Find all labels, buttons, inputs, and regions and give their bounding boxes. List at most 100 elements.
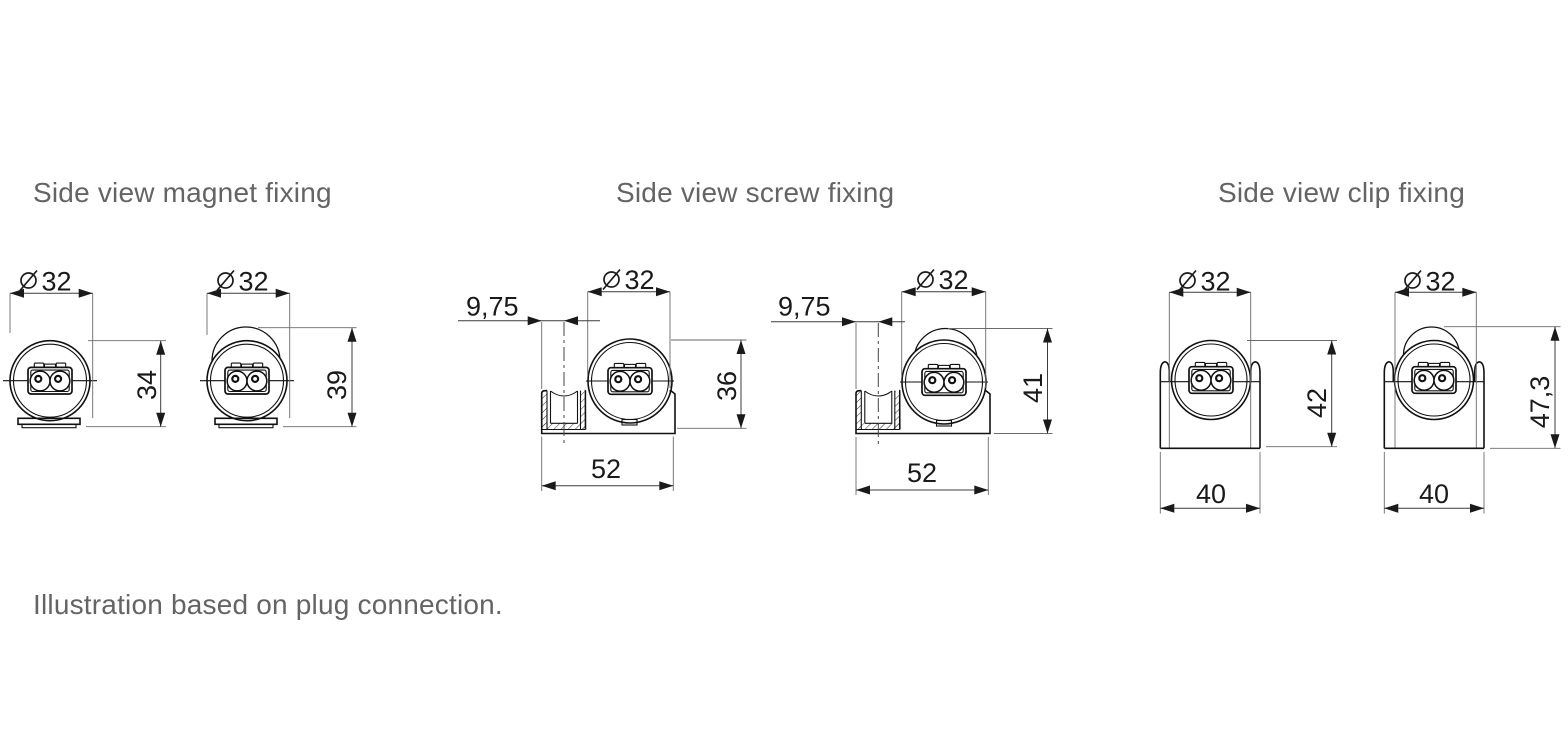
arrowhead (541, 481, 556, 491)
dimension-diameter: 32 (206, 267, 291, 418)
dimension-diameter: 32 (901, 265, 987, 388)
drawing-clip-fixing-a: 32 42 40 (1159, 267, 1337, 514)
arrowhead (347, 412, 357, 427)
boss-saddle (864, 390, 893, 397)
arrowhead (275, 288, 290, 298)
arrowhead (1395, 287, 1409, 297)
dimension-height: 39 (258, 327, 357, 428)
housing-bottom-tab (935, 419, 953, 427)
arrowhead (1470, 503, 1484, 513)
arrowhead (1327, 340, 1337, 355)
diameter-value: 32 (939, 265, 969, 295)
arrowhead (1384, 503, 1399, 513)
arrowhead (901, 287, 916, 297)
dimension-height: 34 (86, 340, 166, 428)
dimension-screw-offset: 9,75 (458, 292, 600, 389)
diameter-value: 32 (42, 267, 72, 297)
base-width-value: 52 (907, 458, 937, 488)
diameter-icon (602, 268, 621, 291)
diameter-value: 32 (239, 267, 269, 297)
diameter-icon (1178, 269, 1197, 292)
plug-connector (223, 362, 271, 396)
arrowhead (587, 287, 602, 297)
arrowhead (1550, 326, 1560, 341)
plug-connector (1187, 361, 1235, 395)
arrowhead (1160, 503, 1175, 513)
luminaire-housing-inner (1397, 343, 1471, 417)
clip-arm-right (1473, 360, 1485, 449)
arrowhead (736, 414, 746, 429)
plug-connector (606, 362, 654, 396)
drawing-screw-fixing-b: 32 9,75 41 (771, 265, 1053, 495)
arrowhead (974, 485, 989, 495)
arrowhead (156, 340, 166, 355)
section-title-clip-fixing: Side view clip fixing (1218, 177, 1465, 208)
plug-connector (1410, 361, 1458, 395)
height-value: 36 (712, 371, 742, 401)
luminaire-housing-inner (1174, 343, 1248, 417)
dimension-diameter: 32 (1168, 267, 1252, 448)
base-outline (540, 389, 676, 435)
housing-bottom-tab (621, 418, 638, 426)
clip-arm-right (1249, 360, 1261, 449)
boss-saddle (550, 390, 578, 397)
section-title-magnet-fixing: Side view magnet fixing (33, 177, 332, 208)
arrowhead (656, 287, 670, 297)
base-width-value: 40 (1419, 479, 1449, 509)
screw-mounting-base (855, 323, 991, 445)
plug-connector (26, 362, 74, 396)
offset-value: 9,75 (466, 292, 519, 322)
magnet-base-lip (21, 423, 77, 429)
drawing-magnet-fixing-b: 32 39 (200, 267, 357, 429)
height-value: 34 (132, 370, 162, 400)
arrowhead (1550, 434, 1560, 449)
arrowhead (856, 485, 870, 495)
section-title-screw-fixing: Side view screw fixing (616, 177, 895, 208)
base-width-value: 40 (1196, 479, 1226, 509)
clip-arm-left (1383, 360, 1395, 449)
arrowhead (1043, 419, 1052, 434)
dimension-diameter: 32 (587, 265, 671, 388)
arrowhead (659, 481, 674, 491)
arrowhead (736, 340, 746, 354)
dimension-base-width: 40 (1383, 452, 1485, 514)
magnet-base-lip (218, 423, 274, 429)
dimension-height: 41 (948, 328, 1053, 434)
arrowhead (842, 317, 856, 327)
arrowhead (564, 316, 578, 326)
arrowhead (78, 288, 93, 298)
footnote-text: Illustration based on plug connection. (33, 589, 503, 620)
diameter-value: 32 (625, 265, 655, 295)
arrowhead (207, 288, 221, 298)
height-value: 47,3 (1525, 376, 1555, 429)
dimension-height: 47,3 (1444, 326, 1561, 449)
screw-boss-wall-hatch-right (580, 391, 586, 430)
arrowhead (1246, 503, 1260, 513)
dimension-diameter: 32 (9, 267, 94, 418)
dimension-diameter: 32 (1394, 267, 1477, 448)
offset-value: 9,75 (778, 292, 831, 322)
dimension-height: 42 (1247, 340, 1337, 448)
arrowhead (10, 288, 24, 298)
arrowhead (1043, 328, 1052, 343)
arrowhead (1327, 432, 1337, 447)
arrowhead (878, 317, 893, 327)
arrowhead (1462, 287, 1477, 297)
base-outline (855, 389, 991, 435)
dimension-screw-offset: 9,75 (771, 292, 905, 389)
dimension-base-width: 52 (855, 437, 989, 495)
arrowhead (347, 327, 357, 342)
arrowhead (527, 316, 542, 326)
height-value: 42 (1302, 388, 1332, 418)
diameter-icon (1403, 269, 1422, 292)
diameter-value: 32 (1201, 267, 1231, 297)
screw-boss-wall-hatch-right (894, 391, 900, 430)
dimension-height: 36 (671, 339, 747, 429)
dimension-base-width: 40 (1159, 452, 1261, 514)
diameter-icon (916, 268, 935, 291)
height-value: 39 (322, 370, 352, 400)
arrowhead (156, 412, 166, 427)
dimension-base-width: 52 (541, 436, 674, 491)
